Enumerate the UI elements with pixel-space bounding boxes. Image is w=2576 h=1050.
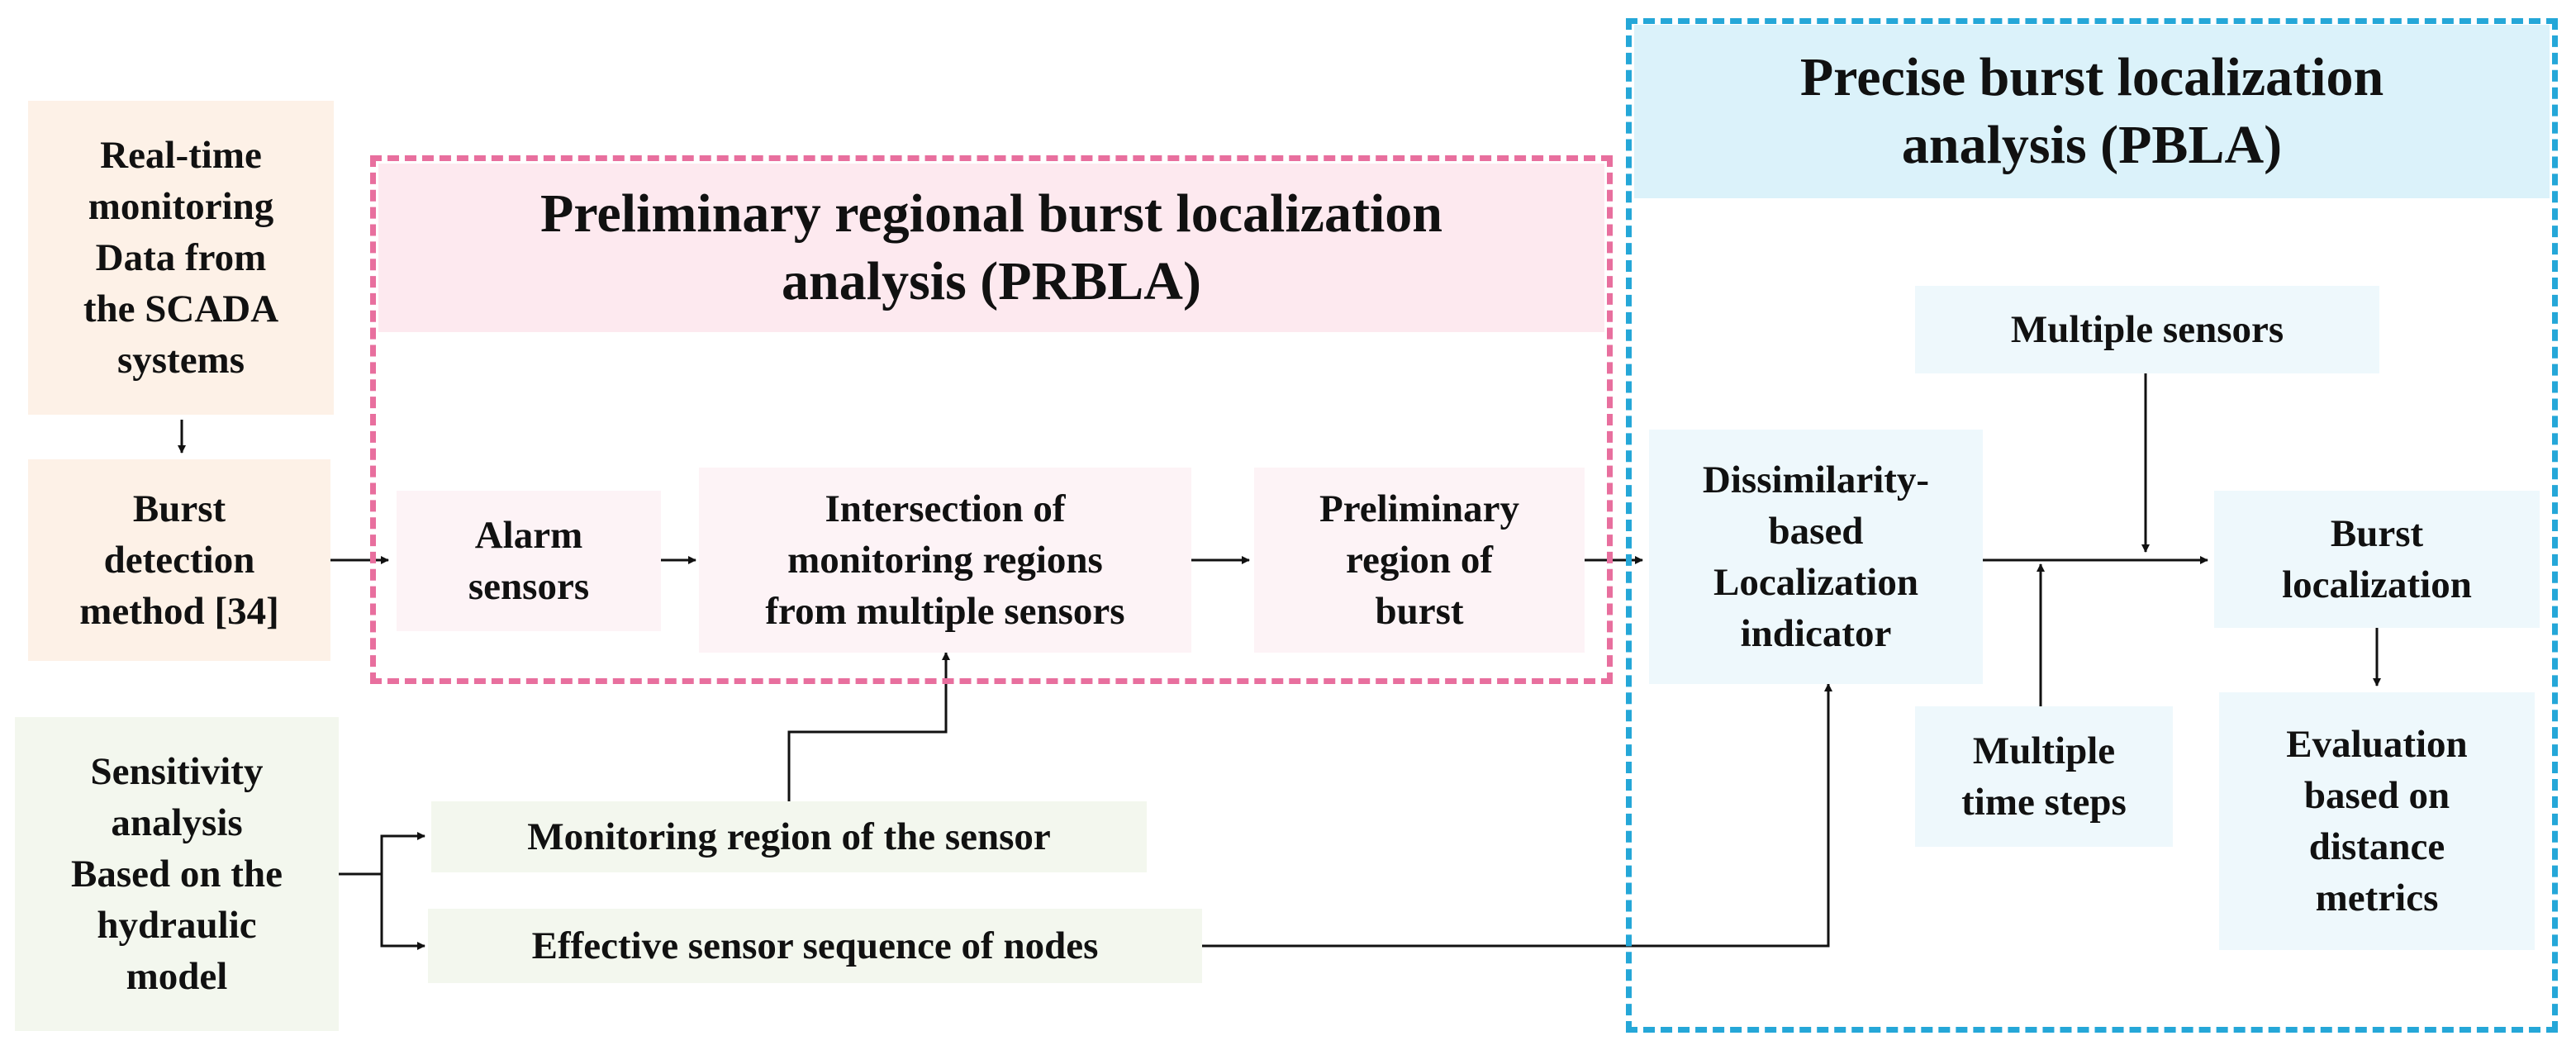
preliminary-region-of-burst-box: Preliminary region of burst (1254, 468, 1585, 653)
realtime-monitoring-data-box: Real-time monitoring Data from the SCADA… (28, 101, 334, 415)
multiple-sensors-box: Multiple sensors (1915, 286, 2379, 373)
burst-localization-box: Burst localization (2214, 491, 2540, 628)
prbla-panel-title: Preliminary regional burst localization … (378, 164, 1604, 332)
alarm-sensors-box: Alarm sensors (397, 491, 661, 631)
arrow-sensitivity-to-monitoring (339, 832, 425, 876)
monitoring-region-of-sensor-box: Monitoring region of the sensor (431, 801, 1147, 872)
dissimilarity-based-localization-indicator-box: Dissimilarity- based Localization indica… (1649, 430, 1983, 684)
arrow-sensitivity-to-effective (380, 874, 425, 950)
arrow-effective-to-dissimilarity (1202, 683, 1832, 948)
sensitivity-analysis-box: Sensitivity analysis Based on the hydrau… (15, 717, 339, 1031)
effective-sensor-sequence-box: Effective sensor sequence of nodes (428, 909, 1202, 983)
intersection-of-monitoring-regions-box: Intersection of monitoring regions from … (699, 468, 1191, 653)
arrow-monitoring-to-intersection (787, 652, 950, 801)
evaluation-based-on-distance-metrics-box: Evaluation based on distance metrics (2219, 692, 2535, 950)
burst-detection-method-box: Burst detection method [34] (28, 459, 330, 661)
multiple-time-steps-box: Multiple time steps (1915, 706, 2173, 847)
pbla-panel-title: Precise burst localization analysis (PBL… (1634, 25, 2550, 198)
